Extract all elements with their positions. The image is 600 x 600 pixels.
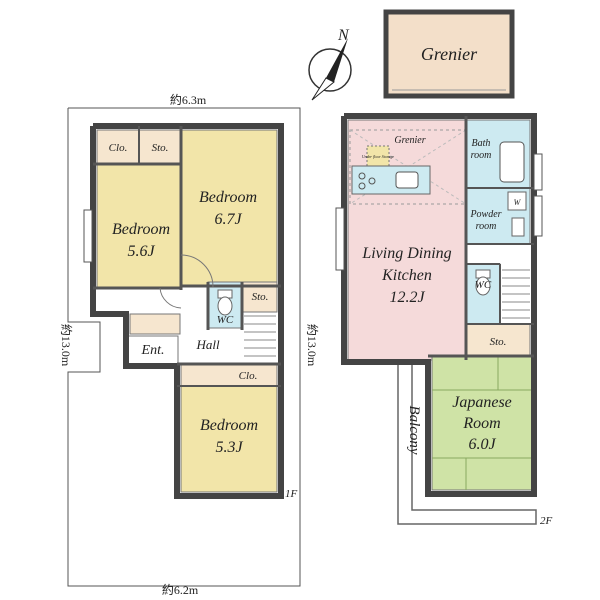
hall-label: Hall xyxy=(195,337,220,352)
closet-1f-a-label: Clo. xyxy=(109,142,128,154)
wc-2f-label: WC xyxy=(475,279,492,291)
washer-box xyxy=(507,191,527,211)
bedroom-1f-a-size: 5.6J xyxy=(127,243,155,260)
wc-1f-label: WC xyxy=(217,314,234,326)
balcony-label: Balcony xyxy=(406,405,422,454)
entrance-label: Ent. xyxy=(141,343,165,358)
japanese-size: 6.0J xyxy=(468,436,496,453)
bedroom-1f-b xyxy=(180,129,278,287)
bathroom-label-2: room xyxy=(471,150,492,161)
bedroom-1f-a-name: Bedroom xyxy=(112,221,170,238)
site-boundary xyxy=(67,107,301,587)
bedroom-1f-b-name: Bedroom xyxy=(199,189,257,206)
grenier-box xyxy=(383,9,515,99)
bedroom-1f-b-size: 6.7J xyxy=(214,211,242,228)
floor-1f xyxy=(83,123,284,499)
dimension-bottom-width: 約6.2m xyxy=(162,582,199,597)
storage-1f-a-label: Sto. xyxy=(152,142,169,154)
grenier-ldk-label: Grenier xyxy=(394,135,425,146)
closet-1f-b-label: Clo. xyxy=(239,370,258,382)
storage-1f-b-label: Sto. xyxy=(252,291,269,303)
sink-icon xyxy=(511,217,525,237)
bedroom-1f-c-name: Bedroom xyxy=(200,417,258,434)
storage-2f-label: Sto. xyxy=(490,336,507,348)
kitchen-counter xyxy=(351,165,431,195)
bedroom-1f-c-size: 5.3J xyxy=(215,439,243,456)
bathtub-icon xyxy=(499,141,525,183)
dimension-right-depth: 約13.0m xyxy=(305,324,320,367)
toilet-2f-icon xyxy=(475,269,491,296)
compass-icon xyxy=(308,38,352,101)
ldk-size: 12.2J xyxy=(389,289,425,306)
stair-landing xyxy=(129,313,181,335)
compass-letter: N xyxy=(337,27,350,44)
ldk-label-2: Kitchen xyxy=(381,267,432,284)
bedroom-1f-c xyxy=(180,385,278,493)
japanese-label-2: Room xyxy=(462,415,500,432)
toilet-1f-icon xyxy=(217,289,233,316)
dimension-left-depth: 約13.0m xyxy=(59,324,74,367)
floor-2f xyxy=(335,113,543,525)
bathroom-label-1: Bath xyxy=(472,138,491,149)
japanese-label-1: Japanese xyxy=(452,394,512,411)
washer-label: W xyxy=(514,198,522,207)
ldk-label-1: Living Dining xyxy=(361,245,451,262)
floor-1f-label: 1F xyxy=(285,488,298,500)
stairs-1f xyxy=(244,315,276,357)
under-floor-storage-label: Under floor Storage xyxy=(362,154,395,159)
grenier-top-label: Grenier xyxy=(421,44,478,64)
bedroom-1f-a xyxy=(96,163,182,289)
storage-1f-a xyxy=(138,129,182,165)
floor-2f-label: 2F xyxy=(540,515,553,527)
closet-1f-b xyxy=(180,363,278,387)
powder-label-1: Powder xyxy=(469,209,501,220)
powder-label-2: room xyxy=(476,221,497,232)
dimension-top-width: 約6.3m xyxy=(170,92,207,107)
stairs-2f xyxy=(502,269,530,319)
